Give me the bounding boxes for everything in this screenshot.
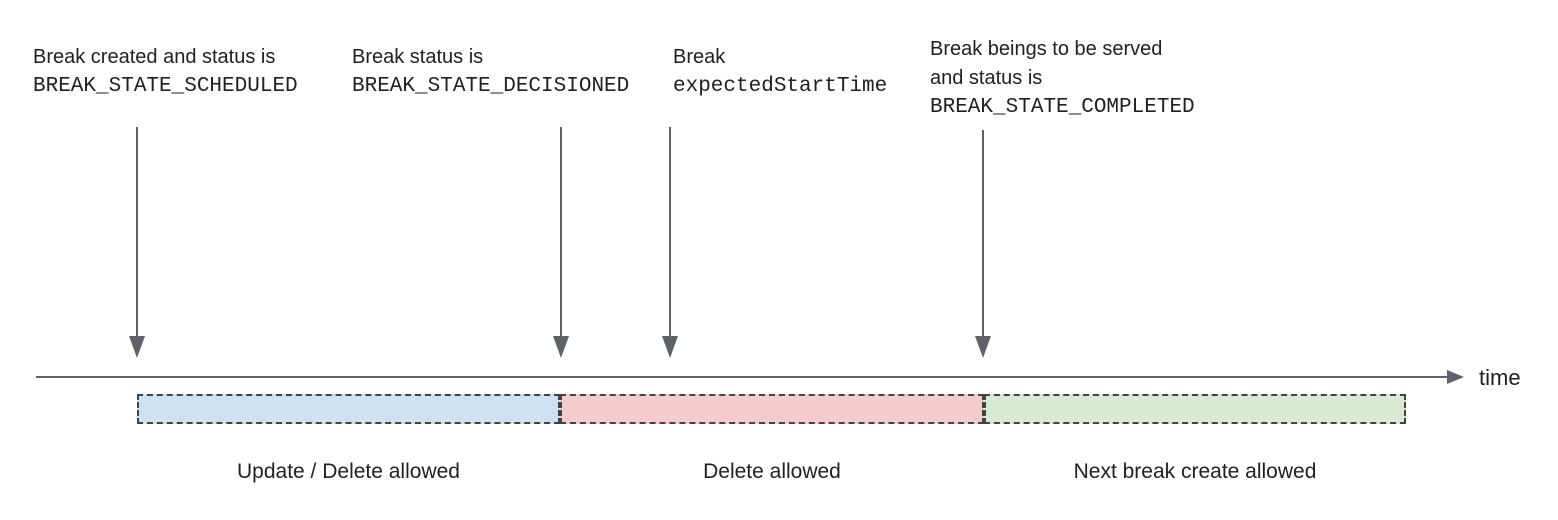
annotation-decisioned: Break status is BREAK_STATE_DECISIONED — [352, 43, 629, 101]
down-arrow-head-icon — [129, 336, 145, 358]
annotation-decisioned-code: BREAK_STATE_DECISIONED — [352, 75, 630, 98]
down-arrow-head-icon — [553, 336, 569, 358]
down-arrow-decisioned — [553, 127, 569, 358]
time-axis-arrowhead-icon — [1447, 370, 1464, 384]
segment-label-update-delete: Update / Delete allowed — [237, 460, 460, 483]
segment-label-delete: Delete allowed — [703, 460, 841, 483]
segment-delete-allowed — [560, 394, 984, 424]
down-arrow-scheduled — [129, 127, 145, 358]
annotation-completed-code: BREAK_STATE_COMPLETED — [930, 96, 1195, 119]
annotation-completed: Break beings to be served and status is … — [930, 35, 1195, 122]
down-arrow-expected-start — [662, 127, 678, 358]
annotation-decisioned-text: Break status is — [352, 46, 484, 68]
down-arrow-shaft — [560, 127, 562, 338]
time-axis-label: time — [1479, 365, 1521, 390]
segment-next-break-create-allowed — [984, 394, 1406, 424]
down-arrow-completed — [975, 130, 991, 358]
down-arrow-shaft — [136, 127, 138, 338]
segment-label-next-break: Next break create allowed — [1073, 460, 1317, 483]
annotation-expected-start: Break expectedStartTime — [673, 43, 887, 101]
down-arrow-head-icon — [975, 336, 991, 358]
segment-update-delete-allowed — [137, 394, 560, 424]
annotation-expected-start-code: expectedStartTime — [673, 75, 888, 98]
down-arrow-head-icon — [662, 336, 678, 358]
annotation-completed-text-2: and status is — [930, 67, 1043, 89]
annotation-scheduled-text: Break created and status is — [33, 46, 276, 68]
annotation-scheduled: Break created and status is BREAK_STATE_… — [33, 43, 298, 101]
down-arrow-shaft — [669, 127, 671, 338]
time-axis — [36, 376, 1447, 378]
down-arrow-shaft — [982, 130, 984, 338]
annotation-expected-start-text: Break — [673, 46, 726, 68]
annotation-scheduled-code: BREAK_STATE_SCHEDULED — [33, 75, 298, 98]
annotation-completed-text-1: Break beings to be served — [930, 38, 1163, 60]
